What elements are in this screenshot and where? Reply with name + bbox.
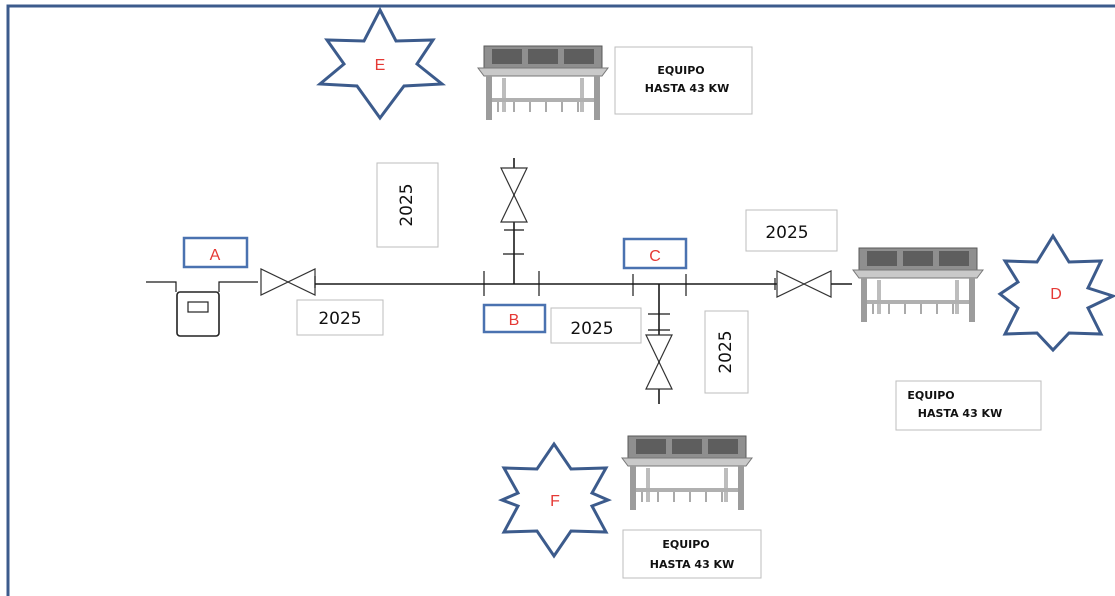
valve-d bbox=[776, 270, 832, 298]
node-label-c: C bbox=[649, 248, 661, 265]
frame-border bbox=[6, 4, 1115, 596]
node-label-a: A bbox=[210, 247, 221, 264]
valve-branch-e bbox=[500, 167, 528, 223]
stove-f bbox=[621, 435, 753, 511]
equip-f-line2: HASTA 43 KW bbox=[650, 558, 734, 571]
node-label-f: F bbox=[550, 493, 560, 510]
length-box-c-branch: 2025 bbox=[704, 310, 749, 394]
equip-box-f: EQUIPO HASTA 43 KW bbox=[622, 529, 762, 579]
length-box-c-d: 2025 bbox=[745, 209, 838, 252]
equip-e-line1: EQUIPO bbox=[657, 64, 704, 77]
stove-d bbox=[852, 247, 984, 323]
length-box-a-b: 2025 bbox=[296, 299, 384, 336]
equip-f-line1: EQUIPO bbox=[662, 538, 709, 551]
node-box-b: B bbox=[482, 303, 547, 334]
node-label-b: B bbox=[509, 312, 520, 329]
node-label-e: E bbox=[375, 57, 386, 74]
equip-box-e: EQUIPO HASTA 43 KW bbox=[614, 46, 753, 115]
star-d: D bbox=[997, 233, 1115, 353]
length-box-b-c: 2025 bbox=[550, 307, 642, 344]
length-a-b: 2025 bbox=[318, 309, 361, 329]
valve-main bbox=[260, 268, 316, 296]
gas-meter bbox=[146, 281, 258, 337]
length-b-c: 2025 bbox=[570, 319, 613, 339]
equip-e-line2: HASTA 43 KW bbox=[645, 82, 729, 95]
length-b-branch: 2025 bbox=[397, 183, 417, 226]
equip-d-line1: EQUIPO bbox=[907, 389, 954, 402]
length-box-b-branch: 2025 bbox=[376, 162, 439, 248]
star-f: F bbox=[498, 441, 612, 559]
equip-d-line2: HASTA 43 KW bbox=[918, 407, 1002, 420]
node-box-a: A bbox=[182, 236, 249, 269]
stove-e bbox=[477, 45, 609, 121]
node-box-c: C bbox=[622, 237, 688, 270]
equip-box-d: EQUIPO HASTA 43 KW bbox=[895, 380, 1042, 431]
length-c-d: 2025 bbox=[765, 223, 808, 243]
node-label-d: D bbox=[1050, 286, 1062, 303]
length-c-branch: 2025 bbox=[716, 330, 736, 373]
valve-branch-f bbox=[645, 334, 673, 390]
star-e: E bbox=[316, 6, 447, 121]
